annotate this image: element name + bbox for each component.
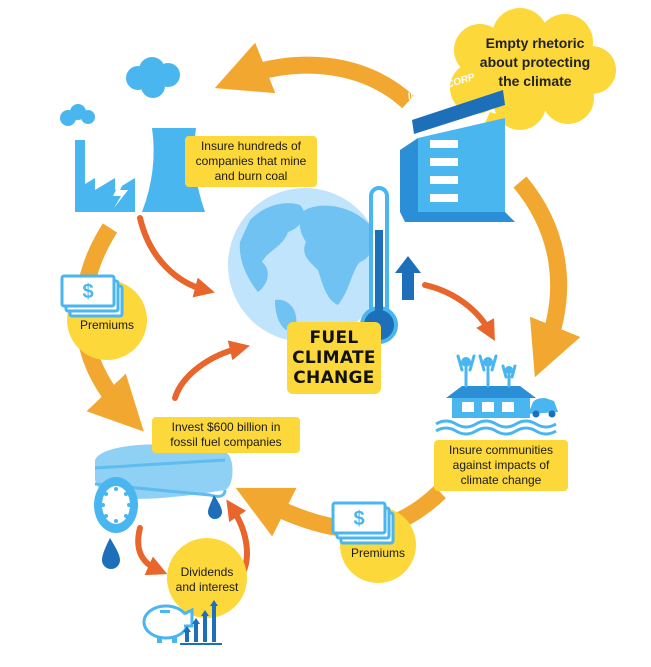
insure-communities-line: against impacts of [452, 458, 550, 472]
dividends-circle [167, 538, 247, 618]
oil-drop-icon [102, 495, 222, 569]
dividends-line: Dividends [180, 565, 234, 579]
premiums-left-label: Premiums [79, 318, 134, 332]
factory-icon [60, 57, 205, 212]
piggy-bank-icon [142, 604, 194, 643]
insurance-building-icon [400, 90, 515, 222]
arrow-insurer-to-factory [214, 42, 414, 109]
arrow-globe-to-communities [422, 282, 495, 341]
dividends-line: and interest [175, 580, 239, 594]
speech-bubble-line: the climate [498, 73, 572, 89]
invest-line: fossil fuel companies [170, 435, 282, 449]
insure-communities-label: Insure communities against impacts of cl… [434, 440, 568, 491]
car-icon [528, 398, 558, 418]
svg-text:$: $ [353, 508, 364, 530]
center-line: CLIMATE [292, 348, 376, 368]
center-line: CHANGE [293, 368, 375, 388]
speech-bubble-line: about protecting [479, 54, 591, 70]
arrow-pipeline-to-globe [172, 340, 250, 401]
insure-coal-line: and burn coal [214, 169, 288, 183]
globe-icon [228, 188, 382, 342]
growth-chart-icon [180, 600, 222, 645]
arrow-factory-to-globe [137, 215, 215, 298]
insure-coal-line: companies that mine [195, 154, 307, 168]
speech-bubble-text: Empty rhetoric about protecting the clim… [470, 34, 600, 91]
money-bills-icon: $ [331, 501, 395, 545]
red-arrows [135, 215, 495, 581]
fuel-climate-change-label: FUEL CLIMATE CHANGE [287, 322, 381, 394]
people-icon [456, 354, 517, 388]
arrow-insurer-to-communities [513, 176, 581, 378]
pipeline-icon [94, 444, 233, 533]
center-line: FUEL [309, 328, 359, 348]
arrow-pipeline-to-piggy [135, 525, 168, 576]
svg-text:$: $ [82, 281, 93, 303]
up-arrow-icon [395, 256, 421, 300]
smoke-cloud-icon [60, 57, 180, 126]
insure-communities-line: Insure communities [448, 443, 554, 457]
dividends-label: Dividends and interest [167, 565, 247, 595]
insure-coal-line: Insure hundreds of [200, 139, 302, 153]
invest-label: Invest $600 billion in fossil fuel compa… [152, 417, 300, 453]
speech-bubble-line: Empty rhetoric [485, 35, 585, 51]
insure-communities-line: climate change [460, 473, 542, 487]
flooded-house-icon [435, 354, 557, 436]
insure-coal-label: Insure hundreds of companies that mine a… [185, 136, 317, 187]
premiums-bottom-label: Premiums [350, 546, 405, 560]
invest-line: Invest $600 billion in [171, 420, 281, 434]
money-bills-icon: $ [60, 274, 124, 318]
